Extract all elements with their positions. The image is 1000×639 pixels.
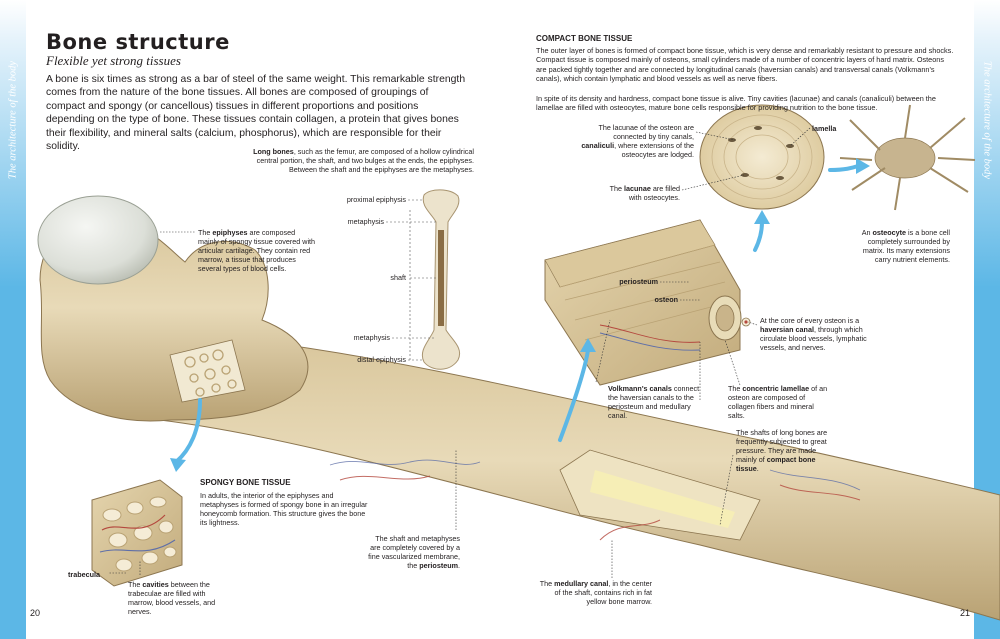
- compact-paragraph-2: In spite of its density and hardness, co…: [536, 94, 936, 113]
- page-title: Bone structure: [46, 30, 230, 54]
- lamellae-caption: The concentric lamellae of an osteon are…: [728, 384, 828, 420]
- shafts-caption: The shafts of long bones are frequently …: [736, 428, 828, 473]
- page-number-left: 20: [30, 608, 41, 618]
- label-metaphysis-bottom: metaphysis: [353, 333, 390, 342]
- spongy-block: [91, 479, 183, 587]
- label-periosteum: periosteum: [619, 277, 658, 286]
- medullary-caption: The medullary canal, in the center of th…: [539, 579, 652, 606]
- lamella-lens: [699, 104, 825, 210]
- label-proximal-epiphysis: proximal epiphysis: [346, 195, 406, 204]
- label-osteon: osteon: [654, 295, 678, 304]
- spongy-paragraph: In adults, the interior of the epiphyses…: [200, 491, 368, 527]
- spongy-heading: SPONGY BONE TISSUE: [200, 478, 291, 487]
- canaliculi-caption: The lacunae of the osteon are connected …: [581, 123, 694, 159]
- lacunae-caption: The lacunae are filled with osteocytes.: [609, 184, 680, 202]
- page-subtitle: Flexible yet strong tissues: [46, 53, 181, 68]
- label-distal-epiphysis: distal epiphysis: [357, 355, 406, 364]
- label-metaphysis-top: metaphysis: [347, 217, 384, 226]
- spongy-cutaway: [169, 339, 246, 403]
- zoom-arrows: [174, 164, 860, 464]
- label-trabecula: trabecula: [68, 570, 100, 579]
- label-lamella: lamella: [812, 124, 837, 133]
- compact-block: [544, 219, 751, 386]
- epiphyses-caption: The epiphyses are composed mainly of spo…: [198, 228, 316, 273]
- haversian-caption: At the core of every osteon is a haversi…: [760, 316, 867, 352]
- compact-paragraph-1: The outer layer of bones is formed of co…: [536, 46, 954, 83]
- periosteum-caption: The shaft and metaphyses are completely …: [368, 534, 460, 570]
- osteocyte-caption: An osteocyte is a bone cell completely s…: [861, 228, 950, 264]
- cavities-caption: The cavities between the trabeculae are …: [128, 580, 216, 616]
- label-shaft: shaft: [390, 273, 406, 282]
- compact-heading: COMPACT BONE TISSUE: [536, 34, 633, 43]
- femoral-head: [37, 195, 159, 285]
- left-side-tab: [0, 0, 26, 639]
- intro-paragraph: A bone is six times as strong as a bar o…: [46, 74, 466, 153]
- volkmann-caption: Volkmann's canals connect the haversian …: [608, 384, 700, 420]
- osteocyte-cell: [839, 104, 976, 211]
- page-number-right: 21: [960, 608, 971, 618]
- long-bones-caption: Long bones, such as the femur, are compo…: [253, 147, 474, 174]
